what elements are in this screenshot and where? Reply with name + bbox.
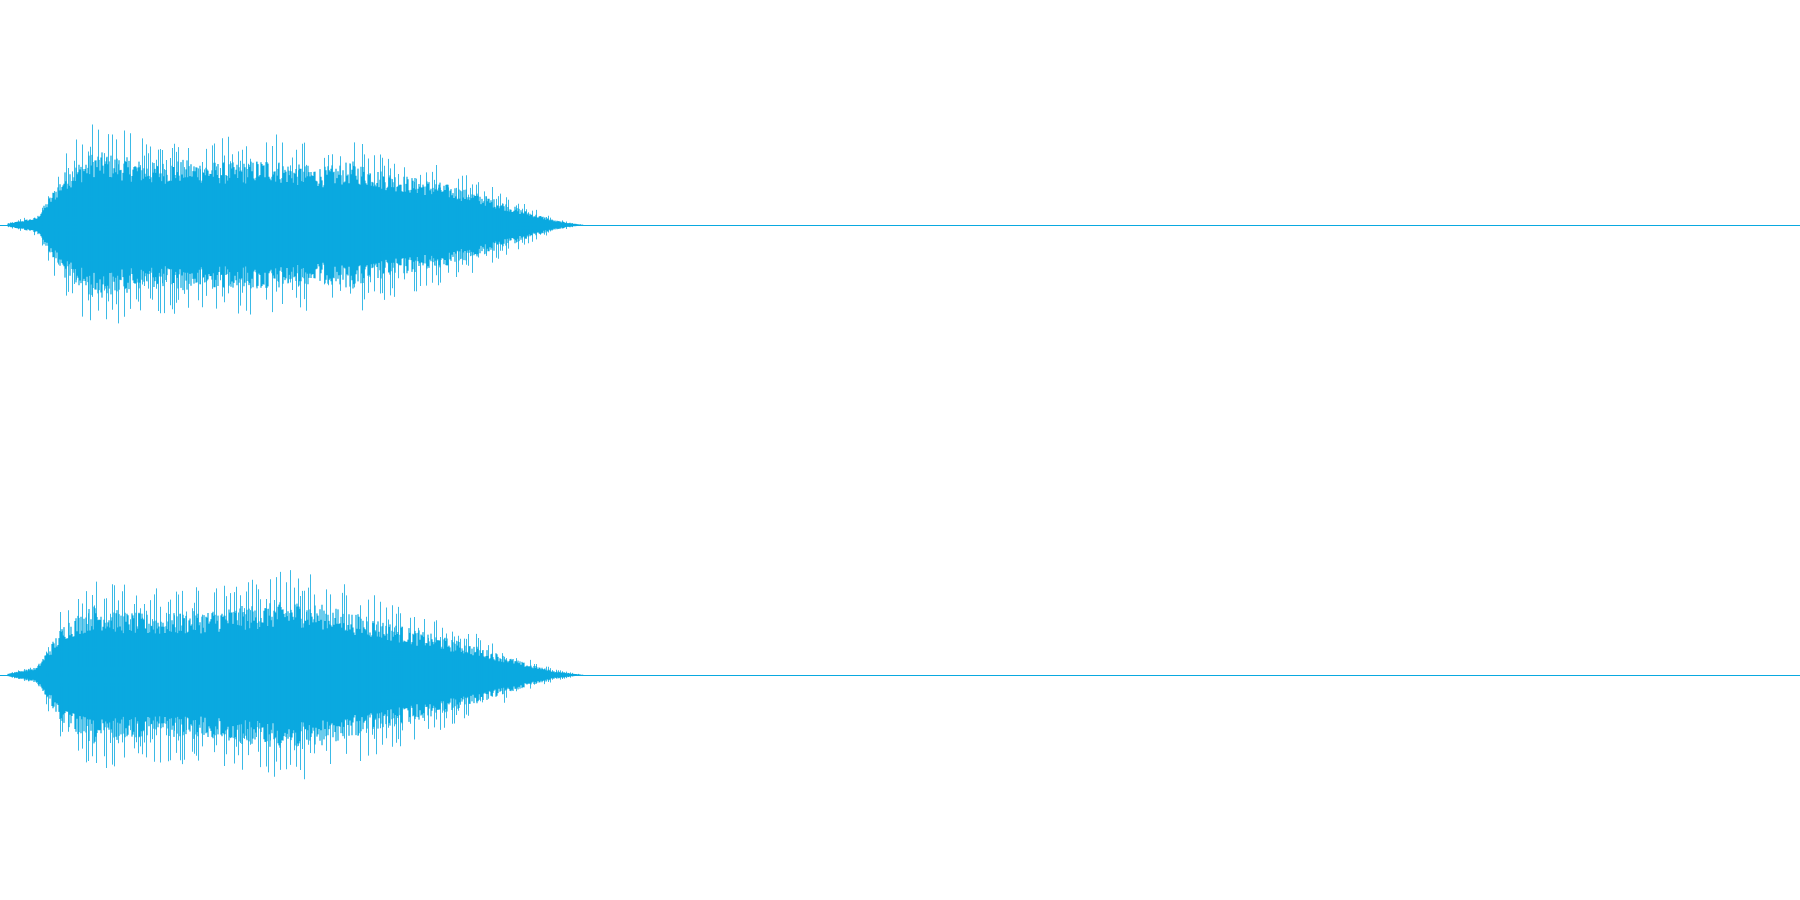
waveform-channel-2[interactable] (0, 570, 1800, 780)
waveform-body (7, 152, 584, 298)
waveform-peaks (12, 570, 583, 780)
waveform-body (7, 602, 584, 748)
waveform-channel-1[interactable] (0, 124, 1800, 324)
waveform-peaks (8, 124, 583, 324)
